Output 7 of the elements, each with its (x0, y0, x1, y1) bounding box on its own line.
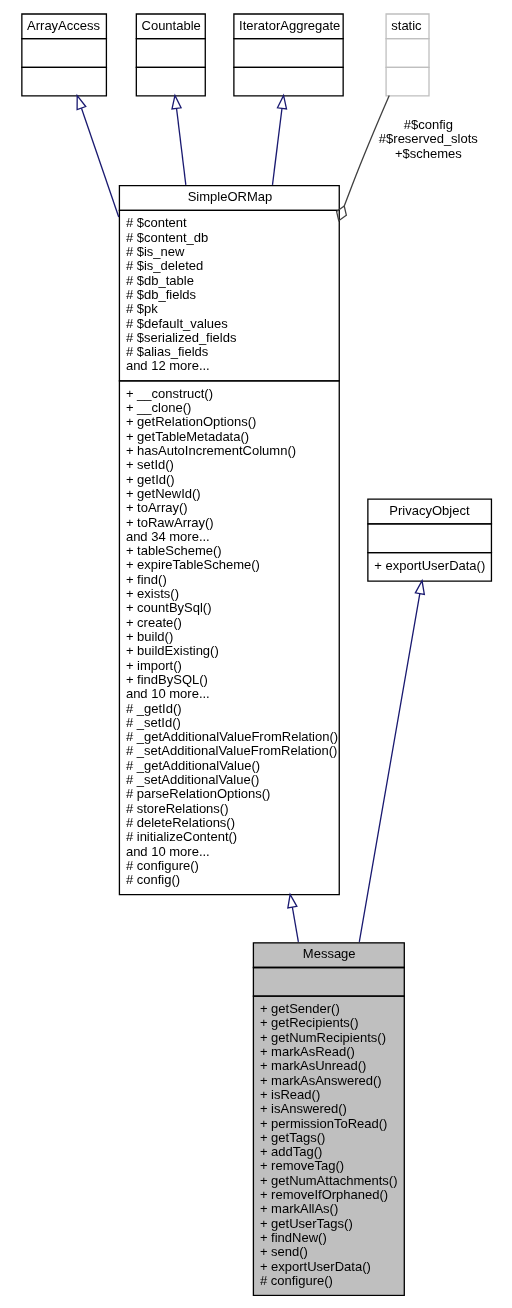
connector (335, 94, 390, 222)
arrow (358, 578, 426, 943)
arrow (287, 892, 300, 943)
arrow (171, 93, 187, 186)
arrow (76, 93, 120, 218)
arrow (271, 93, 288, 186)
edge-label: #$config #$reserved_slots +$schemes (378, 117, 478, 161)
